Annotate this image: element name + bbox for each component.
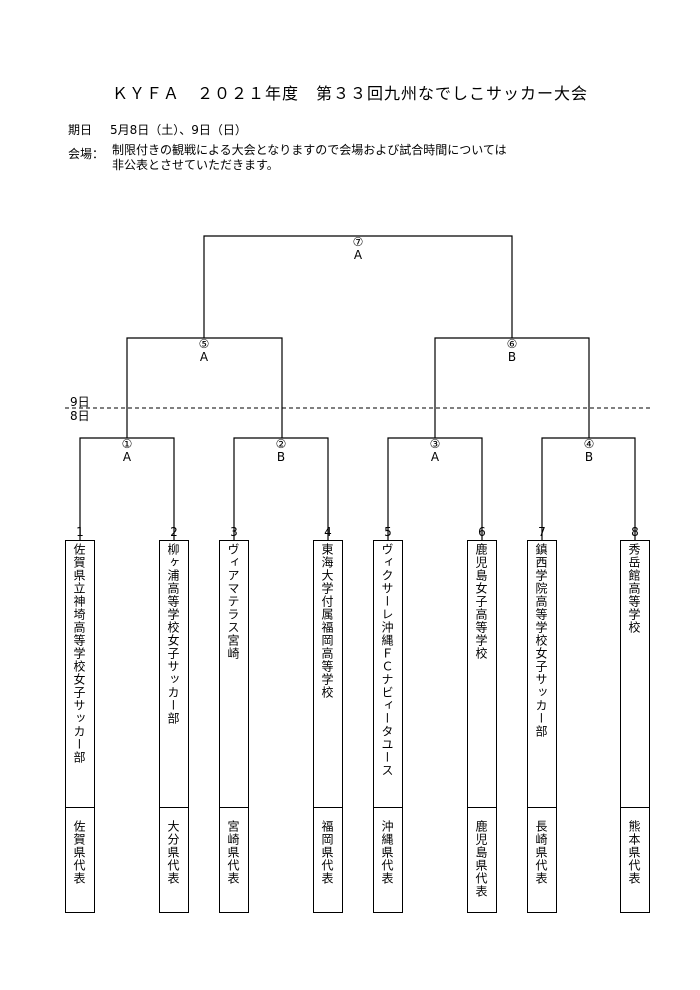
bracket-match-1 — [79, 437, 175, 540]
bracket-match-3 — [387, 437, 483, 540]
seed-6: 6 — [478, 525, 486, 539]
team-pref-5: 沖縄県代表 — [373, 808, 403, 913]
match-court: B — [584, 450, 594, 464]
bracket-semi-5 — [126, 337, 283, 438]
team-pref-7: 長崎県代表 — [527, 808, 557, 913]
venue-line-1: 制限付きの観戦による大会となりますので会場および試合時間については — [112, 143, 507, 157]
seed-3: 3 — [230, 525, 238, 539]
team-name-6: 鹿児島女子高等学校 — [467, 540, 497, 808]
seed-8: 8 — [631, 525, 639, 539]
team-pref-2: 大分県代表 — [159, 808, 189, 913]
day-8-label: 8日 — [70, 409, 90, 423]
match-number: ⑤ — [198, 337, 210, 351]
bracket-final — [203, 235, 513, 338]
seed-2: 2 — [170, 525, 178, 539]
match-court: A — [353, 248, 363, 262]
team-pref-8: 熊本県代表 — [620, 808, 650, 913]
bracket-match-2 — [233, 437, 329, 540]
match-number: ③ — [429, 437, 441, 451]
team-name-8: 秀岳館高等学校 — [620, 540, 650, 808]
seed-1: 1 — [76, 525, 84, 539]
team-name-4: 東海大学付属福岡高等学校 — [313, 540, 343, 808]
venue-line-2: 非公表とさせていただきます。 — [112, 158, 279, 172]
match-court: B — [507, 350, 517, 364]
team-pref-1: 佐賀県代表 — [65, 808, 95, 913]
team-pref-3: 宮崎県代表 — [219, 808, 249, 913]
match-court: A — [199, 350, 209, 364]
dates-label: 期日 — [68, 123, 93, 137]
venue-label: 会場： — [68, 147, 105, 161]
seed-5: 5 — [384, 525, 392, 539]
page-title: ＫＹＦＡ ２０２１年度 第３３回九州なでしこサッカー大会 — [111, 84, 588, 103]
seed-7: 7 — [538, 525, 546, 539]
team-name-1: 佐賀県立神埼高等学校女子サッカー部 — [65, 540, 95, 808]
match-court: A — [122, 450, 132, 464]
bracket-match-4 — [541, 437, 636, 540]
match-number: ④ — [583, 437, 595, 451]
team-pref-6: 鹿児島県代表 — [467, 808, 497, 913]
match-number: ② — [275, 437, 287, 451]
bracket-semi-6 — [434, 337, 590, 438]
day-9-label: 9日 — [70, 395, 90, 409]
match-number: ⑦ — [352, 235, 364, 249]
match-court: A — [430, 450, 440, 464]
seed-4: 4 — [324, 525, 332, 539]
team-pref-4: 福岡県代表 — [313, 808, 343, 913]
team-name-2: 柳ヶ浦高等学校女子サッカー部 — [159, 540, 189, 808]
match-court: B — [276, 450, 286, 464]
team-name-7: 鎮西学院高等学校女子サッカー部 — [527, 540, 557, 808]
team-name-5: ヴィクサーレ沖縄ＦＣナビィータユース — [373, 540, 403, 808]
team-name-3: ヴィアマテラス宮崎 — [219, 540, 249, 808]
match-number: ① — [121, 437, 133, 451]
dates-value: 5月8日（土）、9日（日） — [110, 123, 247, 137]
match-number: ⑥ — [506, 337, 518, 351]
